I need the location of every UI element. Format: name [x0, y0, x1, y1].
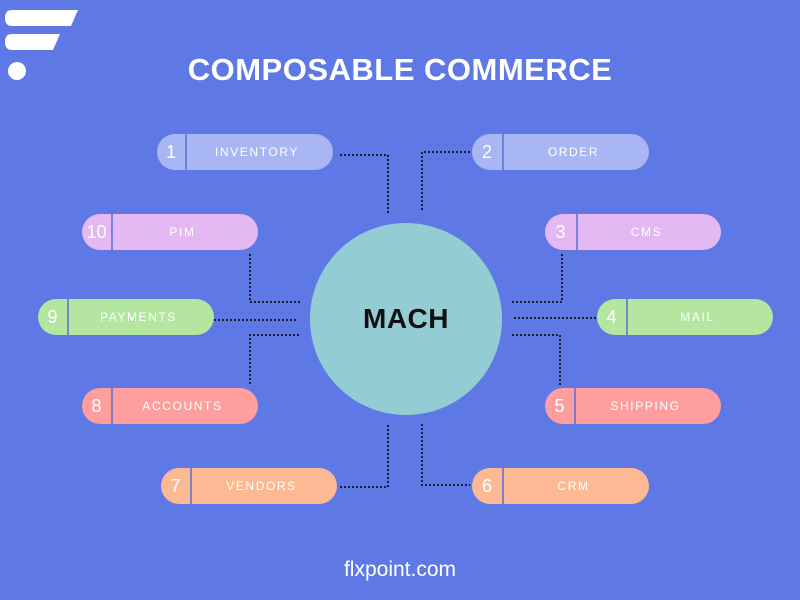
module-mail: 4 MAIL	[597, 299, 773, 335]
module-label: ORDER	[547, 145, 600, 159]
module-number: 3	[545, 214, 578, 250]
module-inventory: 1 INVENTORY	[157, 134, 333, 170]
module-label: MAIL	[680, 310, 715, 324]
footer-domain: flxpoint.com	[343, 558, 457, 581]
module-cms: 3 CMS	[545, 214, 721, 250]
connector-5	[512, 334, 561, 386]
hub-label: MACH	[363, 303, 449, 334]
module-number: 9	[38, 299, 69, 335]
mach-hub: MACH	[310, 223, 502, 415]
module-label: INVENTORY	[215, 145, 299, 159]
module-number: 4	[597, 299, 628, 335]
module-order: 2 ORDER	[472, 134, 649, 170]
module-shipping: 5 SHIPPING	[545, 388, 721, 424]
module-pim: 10 PIM	[82, 214, 258, 250]
module-vendors: 7 VENDORS	[161, 468, 337, 504]
module-number: 7	[161, 468, 192, 504]
module-label: CMS	[630, 225, 663, 239]
module-number: 2	[472, 134, 504, 170]
module-payments: 9 PAYMENTS	[38, 299, 214, 335]
module-label: PIM	[169, 225, 196, 239]
module-number: 10	[82, 214, 113, 250]
module-accounts: 8 ACCOUNTS	[82, 388, 258, 424]
module-label: VENDORS	[226, 479, 297, 493]
module-number: 5	[545, 388, 576, 424]
module-number: 8	[82, 388, 113, 424]
connector-6	[421, 424, 470, 486]
flxpoint-logo-icon	[5, 10, 78, 80]
connector-3	[512, 254, 563, 303]
module-number: 6	[472, 468, 504, 504]
connector-7	[340, 425, 389, 488]
module-label: PAYMENTS	[99, 310, 178, 324]
module-label: SHIPPING	[610, 399, 681, 413]
connector-10	[249, 254, 300, 303]
connector-8	[249, 334, 300, 384]
connector-2	[421, 151, 470, 212]
connector-1	[340, 154, 389, 215]
module-number: 1	[157, 134, 187, 170]
page-title: COMPOSABLE COMMERCE	[187, 52, 613, 87]
module-label: ACCOUNTS	[142, 399, 223, 413]
module-label: CRM	[557, 479, 590, 493]
module-crm: 6 CRM	[472, 468, 649, 504]
